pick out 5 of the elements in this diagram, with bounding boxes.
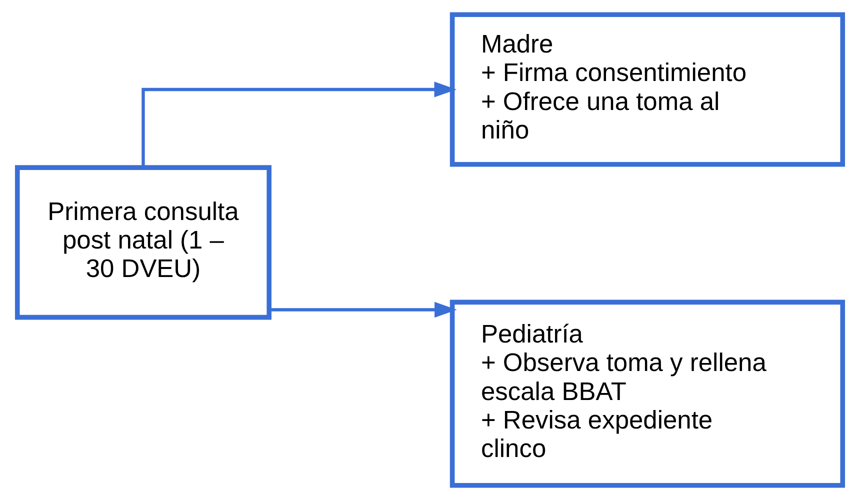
arrow <box>142 82 457 168</box>
node-box: Primera consulta post natal (1 – 30 DVEU) <box>14 165 272 320</box>
arrow <box>269 302 457 318</box>
node-box: Madre + Firma consentimiento + Ofrece una toma al niño <box>450 12 846 167</box>
node-box: Pediatría + Observa toma y rellena escala BBAT + Revisa expediente clinco <box>450 300 846 488</box>
